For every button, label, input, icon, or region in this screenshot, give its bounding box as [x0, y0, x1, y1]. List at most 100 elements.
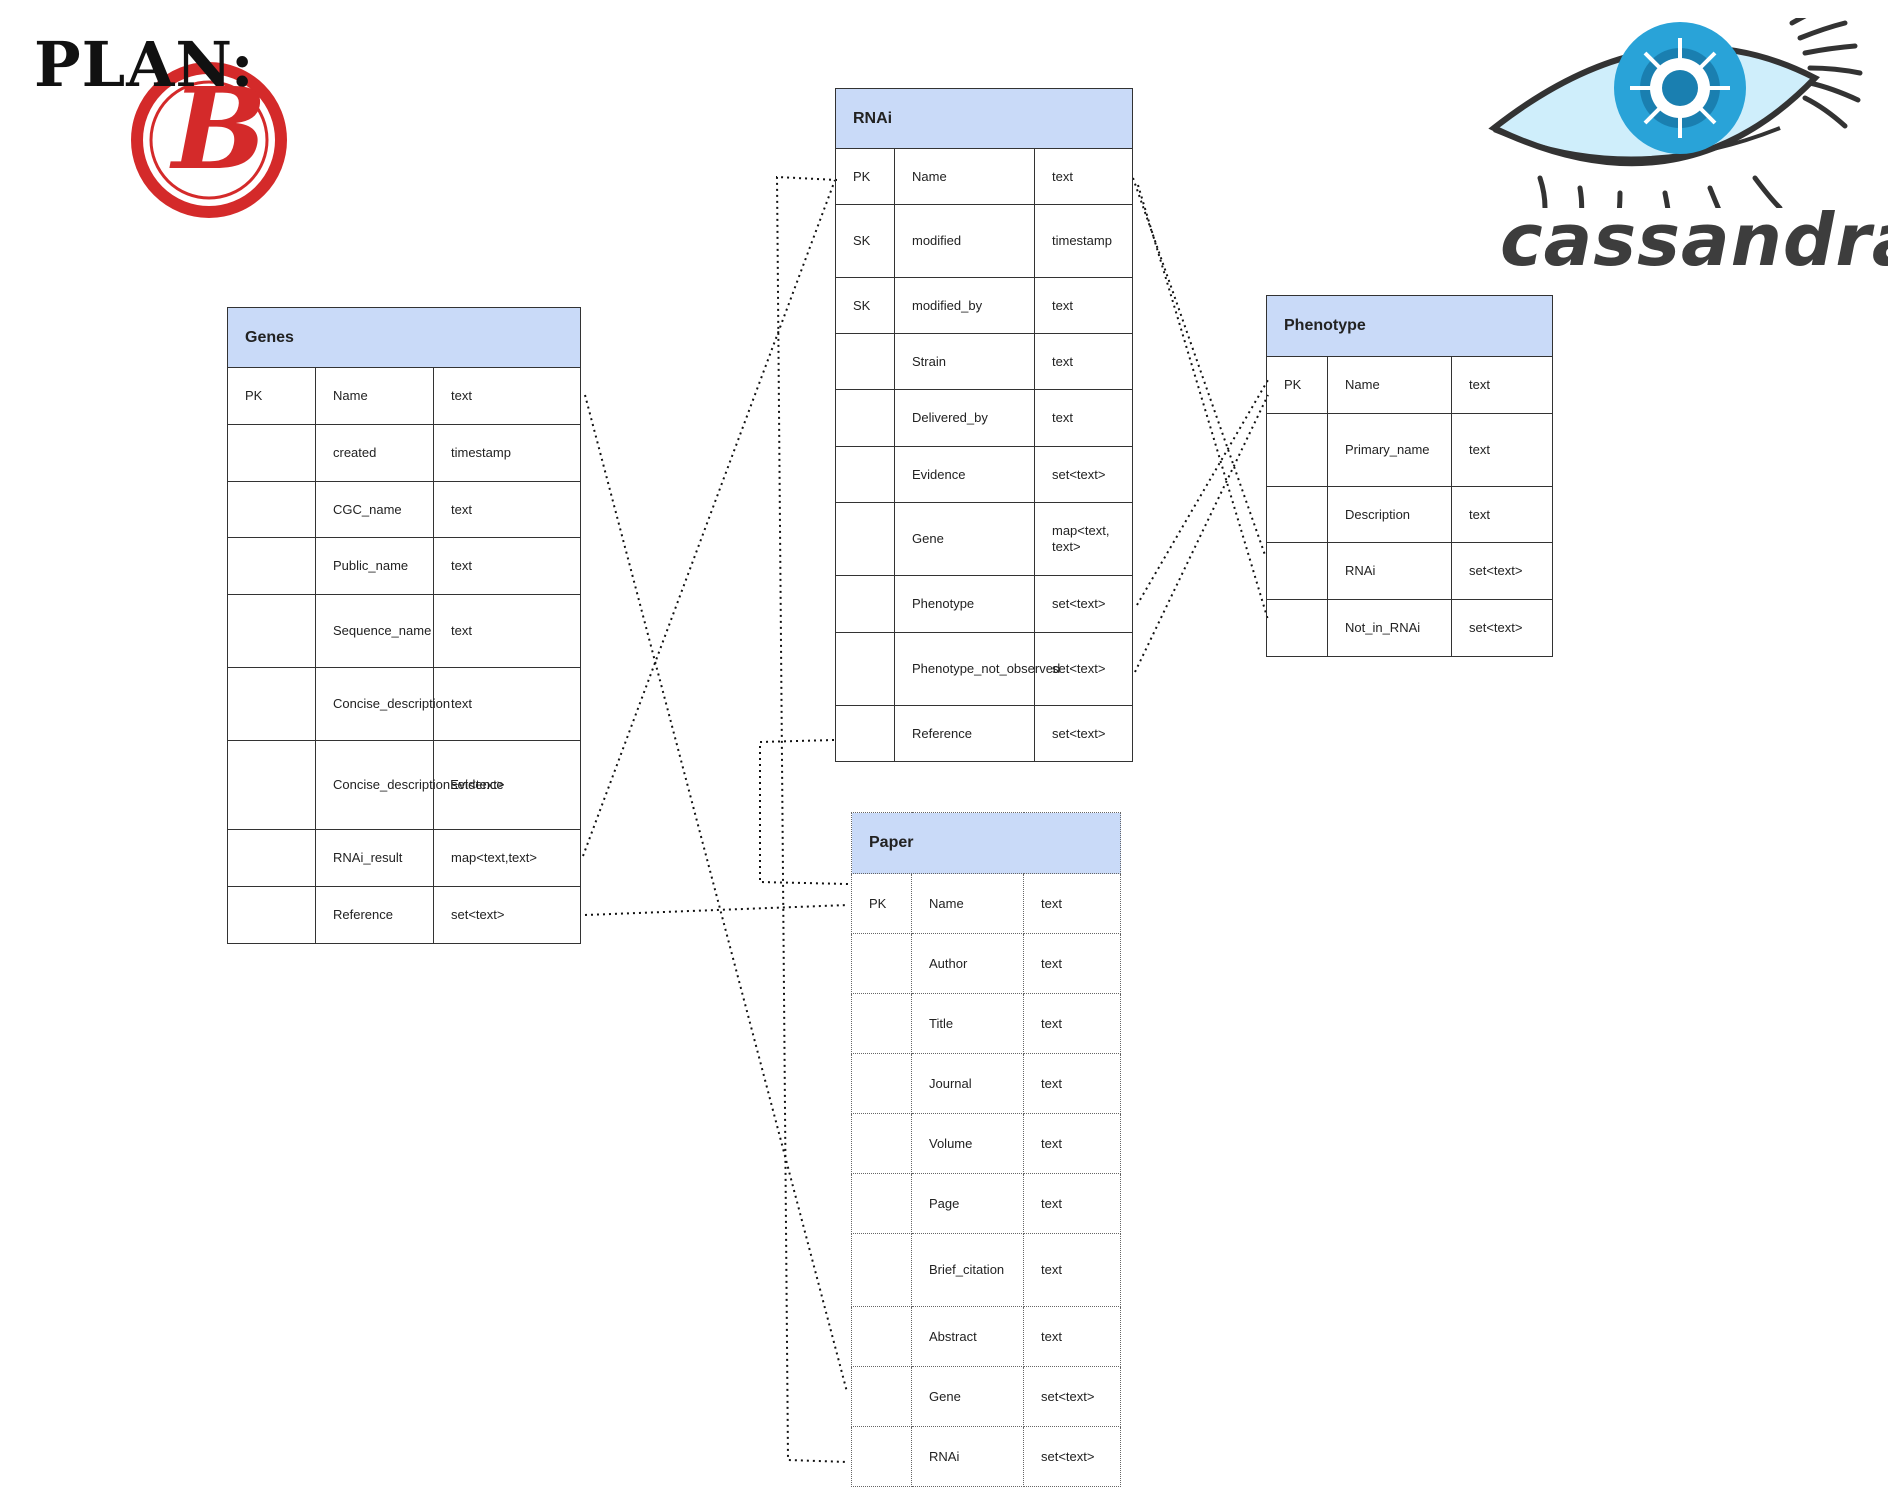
phenotype-field-cell: Name [1327, 356, 1452, 414]
paper-type-cell: text [1022, 993, 1122, 1054]
paper-type-cell: text [1022, 1113, 1122, 1174]
genes-key-cell [227, 424, 316, 482]
genes-table-title: Genes [226, 307, 582, 368]
rnai-type-cell: map<text, text> [1033, 502, 1134, 576]
rnai-key-cell [835, 502, 895, 576]
paper-field-cell: Gene [911, 1366, 1024, 1427]
genes-type-cell: text [432, 367, 582, 425]
paper-key-cell [851, 1366, 912, 1427]
rnai-type-cell: text [1033, 333, 1134, 390]
paper-key-cell [851, 1233, 912, 1307]
paper-key-cell [851, 1173, 912, 1234]
genes-field-cell: created [315, 424, 434, 482]
genes-field-cell: Reference [315, 886, 434, 944]
phenotype-table-title: Phenotype [1266, 295, 1553, 357]
paper-type-cell: text [1022, 933, 1122, 994]
rnai-type-cell: text [1033, 148, 1134, 205]
link-rnai-phenotype-phenotype-name [1136, 379, 1269, 606]
genes-key-cell [227, 740, 316, 830]
phenotype-type-cell: text [1451, 486, 1553, 543]
genes-type-cell: text [432, 667, 582, 741]
genes-key-cell [227, 667, 316, 741]
rnai-field-cell: Evidence [894, 446, 1035, 503]
paper-field-cell: Abstract [911, 1306, 1024, 1367]
paper-type-cell: text [1022, 1233, 1122, 1307]
rnai-key-cell [835, 446, 895, 503]
rnai-type-cell: set<text> [1033, 575, 1134, 633]
plan-b-text: PLAN: [34, 28, 255, 101]
link-rnai-phenotype-not-observed-phenotype-name [1134, 394, 1269, 673]
phenotype-type-cell: text [1451, 413, 1553, 487]
paper-key-cell [851, 1306, 912, 1367]
rnai-field-cell: Gene [894, 502, 1035, 576]
link-rnai-name-paper-rnai [775, 175, 849, 1463]
paper-field-cell: Journal [911, 1053, 1024, 1114]
cassandra-logo: cassandra [1480, 18, 1888, 288]
link-rnai-name-phenotype-not-in-rnai [1137, 184, 1269, 621]
paper-key-cell [851, 993, 912, 1054]
rnai-key-cell: SK [835, 277, 895, 334]
genes-field-cell: Public_name [315, 537, 434, 595]
cassandra-wordmark: cassandra [1500, 198, 1888, 282]
paper-field-cell: Brief_citation [911, 1233, 1024, 1307]
phenotype-type-cell: text [1451, 356, 1553, 414]
rnai-key-cell [835, 705, 895, 762]
genes-field-cell: CGC_name [315, 481, 434, 538]
paper-type-cell: text [1022, 1053, 1122, 1114]
paper-type-cell: set<text> [1022, 1366, 1122, 1427]
phenotype-field-cell: RNAi [1327, 542, 1452, 600]
rnai-field-cell: Delivered_by [894, 389, 1035, 447]
paper-key-cell [851, 933, 912, 994]
rnai-key-cell: PK [835, 148, 895, 205]
plan-b-logo: PLAN: B [34, 28, 304, 228]
phenotype-key-cell [1266, 486, 1328, 543]
rnai-type-cell: set<text> [1033, 446, 1134, 503]
rnai-table-title: RNAi [834, 88, 1134, 149]
genes-type-cell: text [432, 594, 582, 668]
rnai-field-cell: Strain [894, 333, 1035, 390]
phenotype-field-cell: Not_in_RNAi [1327, 599, 1452, 657]
paper-key-cell [851, 1113, 912, 1174]
phenotype-field-cell: Primary_name [1327, 413, 1452, 487]
rnai-key-cell [835, 632, 895, 706]
link-rnai-reference-paper-name [759, 739, 849, 885]
rnai-key-cell [835, 333, 895, 390]
genes-key-cell [227, 537, 316, 595]
link-rnai-name-phenotype-rnai [1132, 177, 1266, 556]
rnai-type-cell: timestamp [1033, 204, 1134, 278]
genes-type-cell: text [432, 481, 582, 538]
paper-type-cell: set<text> [1022, 1426, 1122, 1487]
genes-field-cell: Concise_description [315, 667, 450, 741]
genes-field-cell: Name [315, 367, 434, 425]
rnai-field-cell: modified [894, 204, 1035, 278]
rnai-field-cell: Name [894, 148, 1035, 205]
phenotype-field-cell: Description [1327, 486, 1452, 543]
rnai-key-cell [835, 389, 895, 447]
genes-key-cell [227, 594, 316, 668]
rnai-field-cell: Phenotype [894, 575, 1035, 633]
